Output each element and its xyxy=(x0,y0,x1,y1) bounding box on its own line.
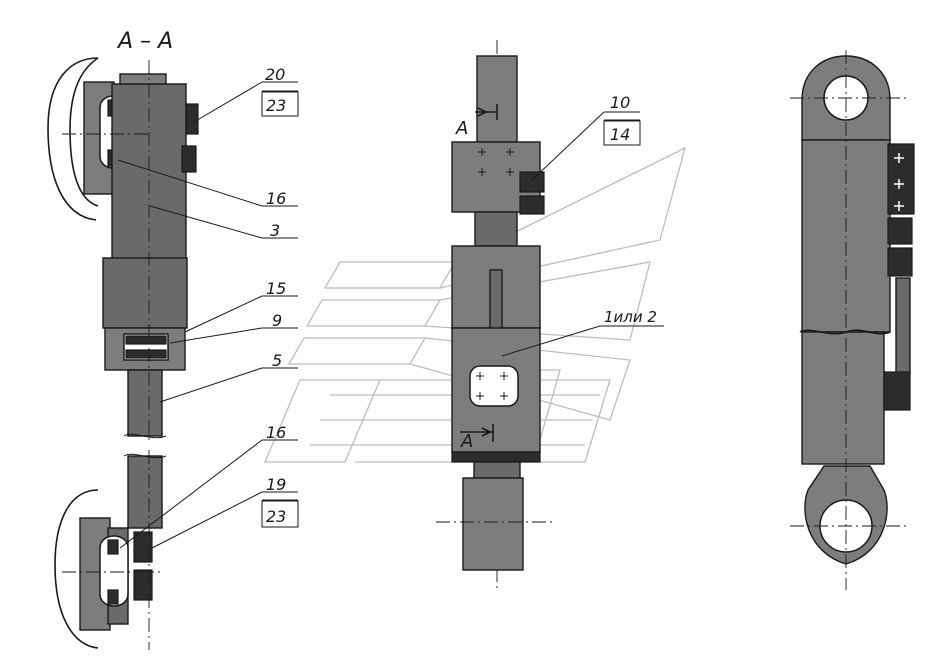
upper-mount-bracket xyxy=(47,57,99,221)
ring-9 xyxy=(125,349,167,359)
bolt-10 xyxy=(519,171,545,193)
section-title: A – A xyxy=(116,29,173,54)
piston-rod xyxy=(127,369,163,437)
upper-rod-end xyxy=(476,55,518,143)
lower-mount-bracket xyxy=(54,489,99,649)
clamp-slot xyxy=(469,365,519,407)
callout-14: 14 xyxy=(610,125,630,144)
bolt-20 xyxy=(185,103,199,135)
gland-nut xyxy=(102,257,188,329)
lower-pin-slot xyxy=(99,535,129,607)
leaders-left xyxy=(117,81,299,549)
callout-15: 15 xyxy=(266,279,286,298)
callout-3: 3 xyxy=(270,221,280,240)
cylinder-rod-section xyxy=(801,331,885,465)
lower-rod-end xyxy=(462,477,524,571)
callout-1-or-2: 1или 2 xyxy=(604,308,657,326)
callout-16-bottom: 16 xyxy=(266,423,286,442)
callout-9: 9 xyxy=(272,311,282,330)
side-view xyxy=(790,50,915,590)
section-mark-bottom: A xyxy=(460,431,473,452)
callout-19: 19 xyxy=(266,475,286,494)
callout-23-bottom: 23 xyxy=(266,507,286,526)
callout-16-top: 16 xyxy=(266,189,286,208)
callout-23-top: 23 xyxy=(266,96,286,115)
bolt-19 xyxy=(133,531,153,563)
section-mark-top: A xyxy=(455,118,468,139)
callout-10: 10 xyxy=(610,93,630,112)
front-view xyxy=(436,40,556,590)
section-view-a-a xyxy=(47,57,199,650)
callout-5: 5 xyxy=(272,351,282,370)
leaders-center xyxy=(501,111,664,357)
callout-20: 20 xyxy=(265,65,285,84)
seal-15 xyxy=(125,335,167,345)
